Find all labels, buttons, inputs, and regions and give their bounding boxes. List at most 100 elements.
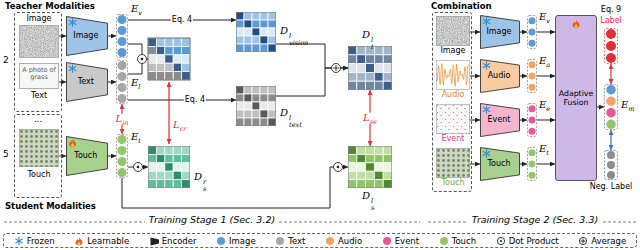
matrix-cell (348, 163, 357, 171)
edge-label: Lse (362, 113, 378, 124)
input-thumbnail: Image (19, 15, 59, 58)
snow-arm (483, 64, 490, 68)
node-label: Ee (539, 100, 550, 111)
matrix-shape (348, 146, 392, 188)
flame-core (78, 241, 81, 244)
connector (108, 82, 116, 83)
similarity-matrix: Dlt (348, 46, 392, 90)
matrix-cell (173, 46, 181, 54)
learnable-icon (69, 139, 76, 147)
matrix-cell (252, 118, 260, 126)
matrix-cell (148, 171, 156, 179)
embedding-token (606, 29, 616, 39)
matrix-cell (260, 44, 268, 52)
matrix-cell (366, 163, 375, 171)
embedding-column: Neg. Label (604, 150, 618, 180)
matrix-cell (268, 94, 276, 102)
snow-arm (69, 67, 76, 71)
matrix-cell (260, 20, 268, 28)
edge-label: Eq. 4 (171, 16, 193, 24)
symbol-base: E (131, 131, 138, 142)
legend-item: Frozen (14, 236, 55, 246)
legend-swatch (578, 236, 589, 246)
symbol-subscript: m (628, 105, 634, 113)
symbol-base: D (280, 107, 288, 118)
matrix-cell (366, 171, 375, 179)
connector (128, 100, 236, 101)
matrix-cell (357, 180, 366, 188)
matrix-cell (348, 146, 357, 154)
embedding-token (529, 29, 536, 36)
column-outline (605, 29, 618, 64)
matrix-cell (366, 81, 375, 90)
matrix-cell (268, 86, 276, 94)
connector (610, 64, 611, 84)
legend-symbol (150, 237, 159, 245)
matrix-cell (165, 46, 173, 54)
node-label: Label (600, 17, 622, 25)
similarity-matrix (148, 38, 190, 80)
matrix-cell (348, 55, 357, 64)
matrix-cell (156, 163, 164, 171)
legend-swatch (275, 236, 286, 246)
connector (59, 156, 66, 157)
matrix-cell (182, 146, 190, 154)
symbol-subscript: a (546, 61, 550, 69)
node-label: Dls (362, 191, 374, 211)
matrix-cell (260, 110, 268, 118)
modality-group: Teacher ModalitiesImageA photo of grassT… (14, 12, 62, 112)
snow-arm (69, 67, 76, 71)
matrix-cell (244, 28, 252, 36)
embedding-token (118, 15, 127, 24)
matrix-frame (148, 38, 190, 80)
node-label: Dlvision (280, 26, 308, 46)
legend-swatch (149, 236, 160, 246)
ellipsis: ... (34, 115, 43, 124)
symbol-base: D (362, 190, 370, 201)
node-label: Dltext (280, 108, 302, 128)
matrix-cell (348, 46, 357, 55)
matrix-cell (357, 154, 366, 162)
average-symbol (332, 64, 341, 73)
group-count: 2 (3, 56, 9, 65)
matrix-cell (348, 154, 357, 162)
symbol-subscript: v (138, 9, 142, 17)
modality-group: CombinationImageAudioEventTouch (432, 12, 472, 192)
audio-waveform (437, 63, 469, 86)
matrix-cell (348, 180, 357, 188)
connector (537, 164, 555, 165)
symbol-subscript: s (203, 186, 206, 193)
embedding-token (118, 72, 127, 81)
embedding-token (118, 48, 127, 57)
embedding-token (118, 94, 127, 103)
legend-swatch (439, 236, 450, 246)
embedding-token (118, 135, 127, 144)
embedding-token (118, 37, 127, 46)
input-thumbnail: Audio (436, 60, 470, 100)
input-picture (436, 16, 470, 46)
node-label: Image (436, 47, 470, 55)
text-sample-box: A photo of grass (19, 63, 59, 89)
node-label: Ea (539, 56, 550, 67)
legend-item: Dot Product (496, 236, 559, 246)
matrix-cell (244, 20, 252, 28)
embedding-shape (527, 103, 537, 137)
matrix-cell (173, 146, 181, 154)
legend: FrozenLearnableEncoderImageTextAudioEven… (3, 233, 637, 248)
input-picture (436, 60, 470, 90)
encoder-block: Touch (480, 147, 520, 181)
embedding-token (529, 17, 536, 24)
matrix-cell (366, 64, 375, 73)
snow-arm (483, 152, 490, 156)
matrix-cell (252, 94, 260, 102)
symbol-base: L (173, 119, 180, 130)
node-label: Ev (131, 4, 142, 15)
matrix-cell (260, 102, 268, 110)
input-thumbnail: Image (436, 16, 470, 56)
embedding-shape (604, 28, 618, 64)
column-outline (528, 104, 537, 137)
embedding-column: Ee (527, 103, 537, 137)
picture-frame (437, 105, 470, 134)
matrix-cell (244, 12, 252, 20)
